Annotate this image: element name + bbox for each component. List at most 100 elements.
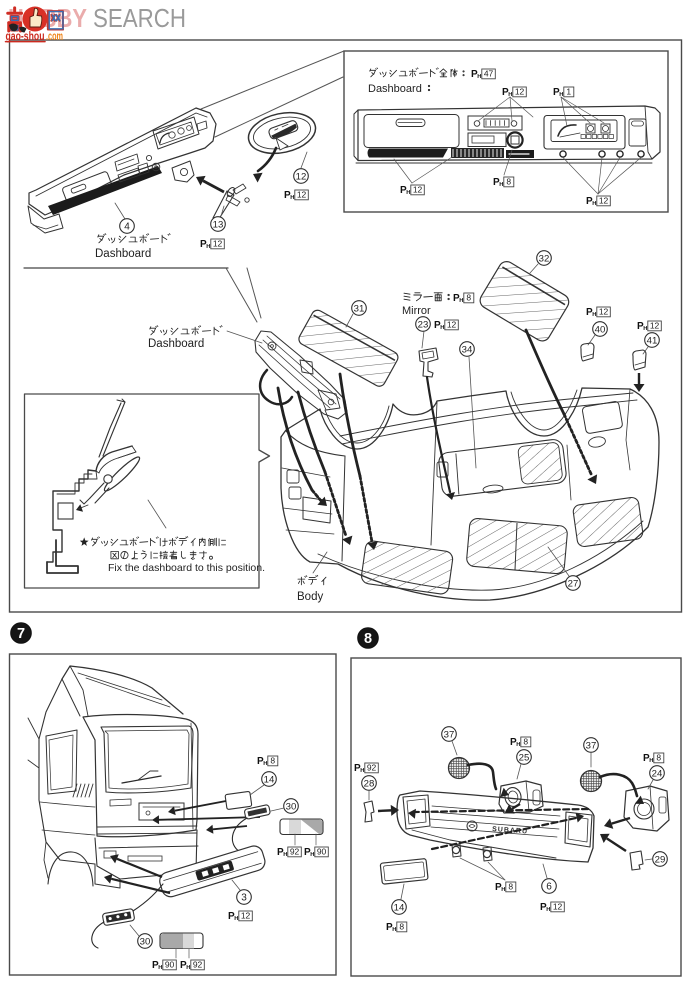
- svg-text:3: 3: [241, 892, 247, 903]
- svg-text:H: H: [440, 325, 444, 331]
- svg-text:H: H: [499, 182, 503, 188]
- svg-text:37: 37: [586, 740, 597, 751]
- svg-text:8: 8: [270, 756, 275, 766]
- svg-text:H: H: [649, 758, 653, 764]
- svg-text:30: 30: [140, 936, 151, 947]
- svg-text:12: 12: [447, 320, 457, 330]
- svg-text:41: 41: [647, 335, 658, 346]
- svg-text:8: 8: [523, 737, 528, 747]
- svg-text:90: 90: [317, 847, 327, 857]
- svg-text:P: P: [502, 87, 509, 98]
- svg-text:12: 12: [515, 87, 525, 97]
- svg-text:12: 12: [297, 190, 307, 200]
- svg-text:P: P: [495, 882, 502, 893]
- svg-text:29: 29: [655, 854, 666, 865]
- svg-text:H: H: [516, 742, 520, 748]
- svg-text:92: 92: [193, 960, 203, 970]
- svg-text:P: P: [453, 293, 460, 304]
- svg-text:H: H: [559, 92, 563, 98]
- svg-text:90: 90: [165, 960, 175, 970]
- svg-text:32: 32: [539, 253, 550, 264]
- svg-text:92: 92: [367, 763, 377, 773]
- svg-text:8: 8: [466, 293, 471, 303]
- svg-text:Body: Body: [297, 591, 323, 603]
- svg-text:8: 8: [506, 177, 511, 187]
- svg-text:H: H: [592, 312, 596, 318]
- svg-text:14: 14: [264, 774, 275, 785]
- svg-text:P: P: [304, 847, 311, 858]
- svg-text:24: 24: [652, 768, 663, 779]
- svg-text:H: H: [459, 298, 463, 304]
- svg-text:P: P: [228, 911, 235, 922]
- svg-text:47: 47: [484, 69, 494, 79]
- svg-text:8: 8: [399, 922, 404, 932]
- svg-text:12: 12: [213, 239, 223, 249]
- svg-text:14: 14: [394, 902, 405, 913]
- svg-text:SEARCH: SEARCH: [93, 3, 186, 33]
- svg-text:H: H: [392, 927, 396, 933]
- svg-text:27: 27: [568, 578, 579, 589]
- svg-text:25: 25: [519, 752, 530, 763]
- svg-text:13: 13: [213, 219, 224, 230]
- svg-text:28: 28: [364, 778, 375, 789]
- svg-text:H: H: [546, 907, 550, 913]
- svg-text:H: H: [158, 965, 162, 971]
- svg-text:P: P: [386, 922, 393, 933]
- svg-text:H: H: [234, 916, 238, 922]
- svg-text:gao-shou: gao-shou: [6, 31, 45, 43]
- svg-text:40: 40: [595, 324, 606, 335]
- svg-text:Dashboard: Dashboard: [148, 338, 204, 350]
- svg-text:31: 31: [354, 303, 365, 314]
- svg-text:H: H: [501, 887, 505, 893]
- svg-text:Dashboard: Dashboard: [95, 248, 151, 260]
- svg-text:P: P: [586, 196, 593, 207]
- svg-text:H: H: [477, 74, 481, 80]
- svg-text:H: H: [186, 965, 190, 971]
- svg-text:7: 7: [17, 626, 25, 642]
- svg-text:P: P: [200, 239, 207, 250]
- svg-text:23: 23: [418, 319, 429, 330]
- svg-text:8: 8: [656, 753, 661, 763]
- svg-text:P: P: [471, 69, 478, 80]
- svg-text:H: H: [310, 852, 314, 858]
- svg-text:92: 92: [290, 847, 300, 857]
- svg-text:P: P: [493, 177, 500, 188]
- svg-text:4: 4: [124, 221, 130, 232]
- svg-text:H: H: [643, 326, 647, 332]
- svg-text:12: 12: [599, 196, 609, 206]
- svg-text:P: P: [540, 902, 547, 913]
- svg-text:P: P: [637, 321, 644, 332]
- svg-text:30: 30: [286, 801, 297, 812]
- svg-text:6: 6: [546, 881, 552, 892]
- svg-text:Fix the dashboard to this posi: Fix the dashboard to this position.: [108, 562, 265, 574]
- svg-text:H: H: [406, 190, 410, 196]
- svg-text:P: P: [277, 847, 284, 858]
- svg-text:12: 12: [296, 171, 307, 182]
- svg-text:P: P: [510, 737, 517, 748]
- svg-text:H: H: [283, 852, 287, 858]
- svg-text:P: P: [586, 307, 593, 318]
- svg-text:12: 12: [599, 307, 609, 317]
- svg-text:12: 12: [241, 911, 251, 921]
- svg-text:P: P: [553, 87, 560, 98]
- svg-text:37: 37: [444, 729, 455, 740]
- svg-text:P: P: [284, 190, 291, 201]
- svg-text:34: 34: [462, 344, 473, 355]
- svg-text:12: 12: [553, 902, 563, 912]
- svg-text:P: P: [434, 320, 441, 331]
- svg-text:P: P: [400, 185, 407, 196]
- svg-text:1: 1: [566, 87, 571, 97]
- svg-text:.com: .com: [46, 31, 63, 43]
- svg-text:H: H: [508, 92, 512, 98]
- svg-text:Mirror: Mirror: [402, 305, 431, 317]
- svg-text:P: P: [257, 756, 264, 767]
- svg-text:8: 8: [364, 631, 372, 647]
- svg-text:H: H: [206, 244, 210, 250]
- svg-text:P: P: [643, 753, 650, 764]
- svg-text:Dashboard: Dashboard: [368, 83, 422, 95]
- svg-text:H: H: [290, 195, 294, 201]
- svg-text:SUBARU: SUBARU: [492, 826, 528, 835]
- svg-text:P: P: [152, 960, 159, 971]
- svg-text:8: 8: [508, 882, 513, 892]
- svg-text:H: H: [360, 768, 364, 774]
